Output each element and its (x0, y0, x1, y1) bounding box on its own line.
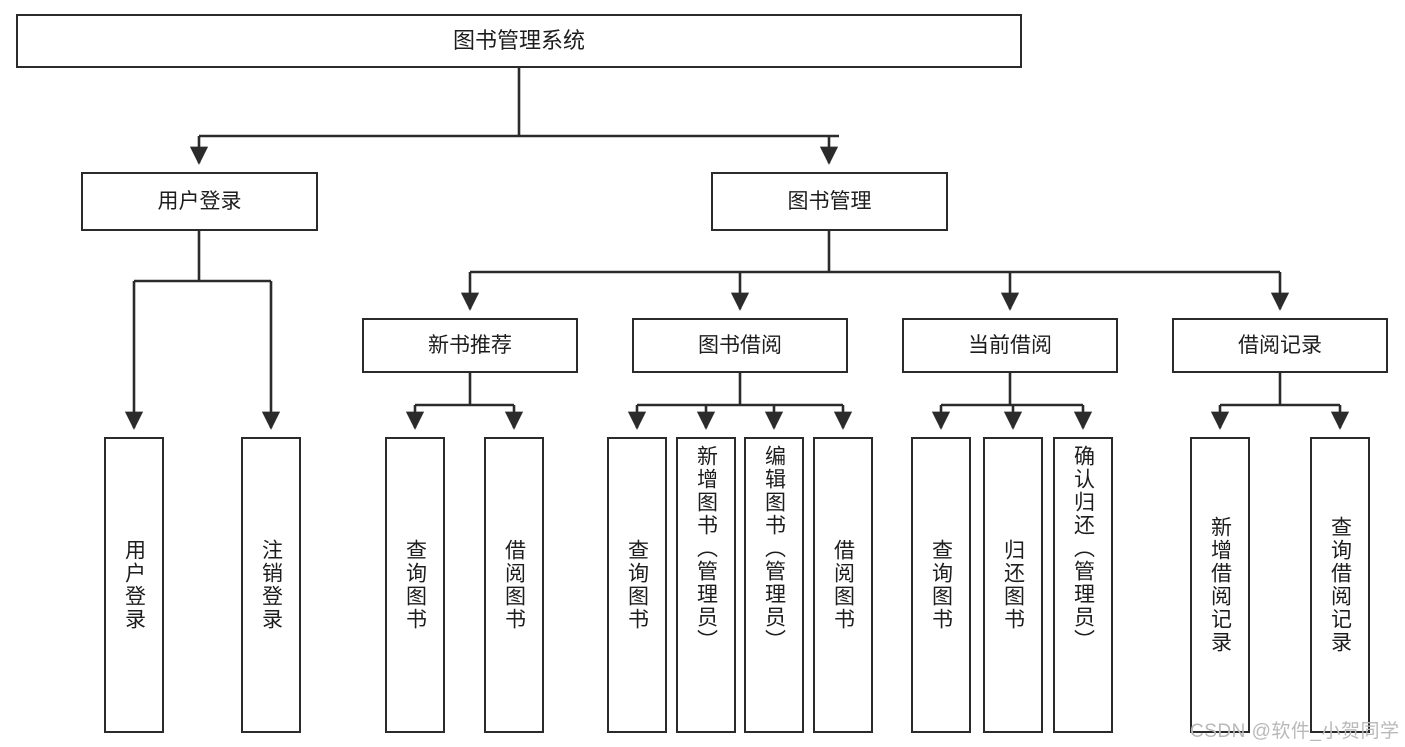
node-leaf-user-login[interactable]: 用户登录 (104, 437, 164, 733)
node-leaf-borrow-book-2[interactable]: 借阅图书 (813, 437, 873, 733)
node-new-book-recommend-label: 新书推荐 (428, 333, 512, 357)
node-leaf-query-book-3-label: 查询图书 (929, 539, 953, 631)
node-leaf-query-record-label: 查询借阅记录 (1328, 516, 1352, 654)
node-leaf-query-book-2-label: 查询图书 (625, 539, 649, 631)
node-root-label: 图书管理系统 (452, 27, 585, 53)
node-leaf-add-record-label: 新增借阅记录 (1208, 516, 1232, 654)
node-current-borrow[interactable]: 当前借阅 (902, 318, 1118, 373)
node-leaf-query-book-2[interactable]: 查询图书 (607, 437, 667, 733)
node-book-borrow[interactable]: 图书借阅 (632, 318, 848, 373)
node-current-borrow-label: 当前借阅 (968, 333, 1052, 357)
node-book-manage-label: 图书管理 (787, 189, 872, 213)
node-leaf-query-record[interactable]: 查询借阅记录 (1310, 437, 1370, 733)
node-leaf-confirm-return[interactable]: 确认归还（管理员） (1053, 437, 1113, 733)
node-leaf-user-login-label: 用户登录 (122, 539, 146, 631)
node-leaf-add-record[interactable]: 新增借阅记录 (1190, 437, 1250, 733)
node-leaf-add-book-label: 新增图书（管理员） (694, 445, 718, 652)
node-user-login[interactable]: 用户登录 (81, 172, 318, 231)
node-leaf-query-book-1-label: 查询图书 (403, 539, 427, 631)
node-leaf-confirm-return-label: 确认归还（管理员） (1071, 445, 1095, 652)
node-leaf-return-book[interactable]: 归还图书 (983, 437, 1043, 733)
node-root[interactable]: 图书管理系统 (16, 14, 1022, 68)
node-book-manage[interactable]: 图书管理 (711, 172, 948, 231)
node-leaf-query-book-1[interactable]: 查询图书 (385, 437, 445, 733)
node-leaf-logout-label: 注销登录 (259, 539, 283, 631)
node-leaf-borrow-book-2-label: 借阅图书 (831, 539, 855, 631)
node-leaf-return-book-label: 归还图书 (1001, 539, 1025, 631)
node-borrow-record[interactable]: 借阅记录 (1172, 318, 1388, 373)
node-leaf-edit-book[interactable]: 编辑图书（管理员） (744, 437, 804, 733)
node-leaf-borrow-book-1[interactable]: 借阅图书 (484, 437, 544, 733)
node-book-borrow-label: 图书借阅 (698, 333, 782, 357)
node-leaf-edit-book-label: 编辑图书（管理员） (762, 445, 786, 652)
node-leaf-borrow-book-1-label: 借阅图书 (502, 539, 526, 631)
node-leaf-logout[interactable]: 注销登录 (241, 437, 301, 733)
node-user-login-label: 用户登录 (157, 189, 242, 213)
csdn-watermark: CSDN @软件_小贺同学 (1190, 721, 1400, 742)
node-leaf-add-book[interactable]: 新增图书（管理员） (676, 437, 736, 733)
node-leaf-query-book-3[interactable]: 查询图书 (911, 437, 971, 733)
node-borrow-record-label: 借阅记录 (1238, 333, 1322, 357)
node-new-book-recommend[interactable]: 新书推荐 (362, 318, 578, 373)
